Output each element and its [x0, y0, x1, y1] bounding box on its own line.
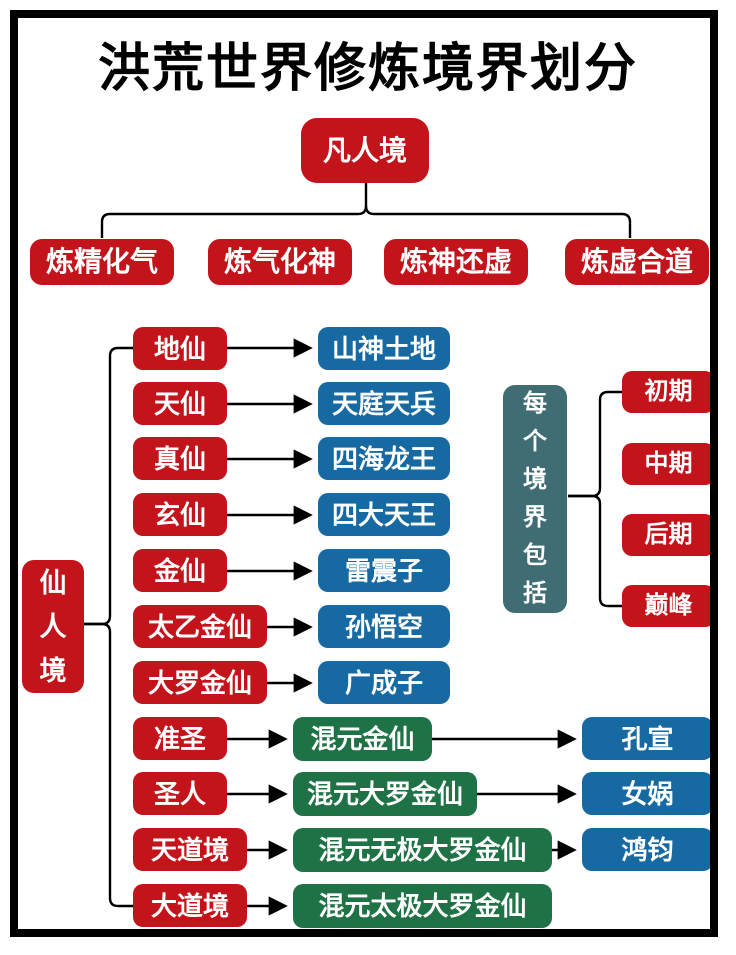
example-node: 孙悟空 [318, 605, 450, 648]
level-node: 大道境 [133, 884, 247, 927]
hunyuan-node: 混元大罗金仙 [293, 772, 477, 816]
level-node: 大罗金仙 [133, 661, 267, 704]
mortal-stage-node: 炼虚合道 [565, 239, 709, 285]
mortal-realm-node: 凡人境 [301, 118, 429, 183]
hunyuan-node: 混元无极大罗金仙 [293, 828, 552, 872]
phases-label: 每个境界包括 [523, 390, 547, 607]
page-title: 洪荒世界修炼境界划分 [97, 41, 638, 98]
hunyuan-node: 混元太极大罗金仙 [293, 884, 552, 928]
immortal-realm-node: 仙人境 [22, 560, 84, 693]
level-node: 金仙 [133, 549, 227, 592]
level-node: 玄仙 [133, 493, 227, 536]
example-node: 孔宣 [582, 717, 713, 760]
level-node: 圣人 [133, 772, 227, 815]
phases-label-node: 每个境界包括 [503, 385, 567, 613]
example-node: 雷震子 [318, 549, 450, 592]
phase-node: 巅峰 [622, 585, 715, 627]
example-node: 四海龙王 [318, 437, 450, 480]
phase-node: 中期 [622, 443, 715, 485]
example-node: 广成子 [318, 661, 450, 704]
level-node: 地仙 [133, 327, 227, 370]
example-node: 女娲 [582, 772, 713, 815]
level-node: 太乙金仙 [133, 605, 267, 648]
hunyuan-node: 混元金仙 [293, 717, 432, 761]
example-node: 鸿钧 [582, 828, 713, 871]
mortal-stage-node: 炼精化气 [30, 239, 174, 285]
phase-node: 后期 [622, 514, 715, 556]
example-node: 天庭天兵 [318, 382, 450, 425]
level-node: 准圣 [133, 717, 227, 760]
example-node: 四大天王 [318, 493, 450, 536]
level-node: 真仙 [133, 437, 227, 480]
mortal-stage-node: 炼气化神 [208, 239, 352, 285]
level-node: 天道境 [133, 828, 247, 871]
mortal-stage-node: 炼神还虚 [384, 239, 528, 285]
phase-node: 初期 [622, 371, 715, 413]
level-node: 天仙 [133, 382, 227, 425]
immortal-realm-label: 仙人境 [39, 567, 67, 686]
example-node: 山神土地 [318, 327, 450, 370]
